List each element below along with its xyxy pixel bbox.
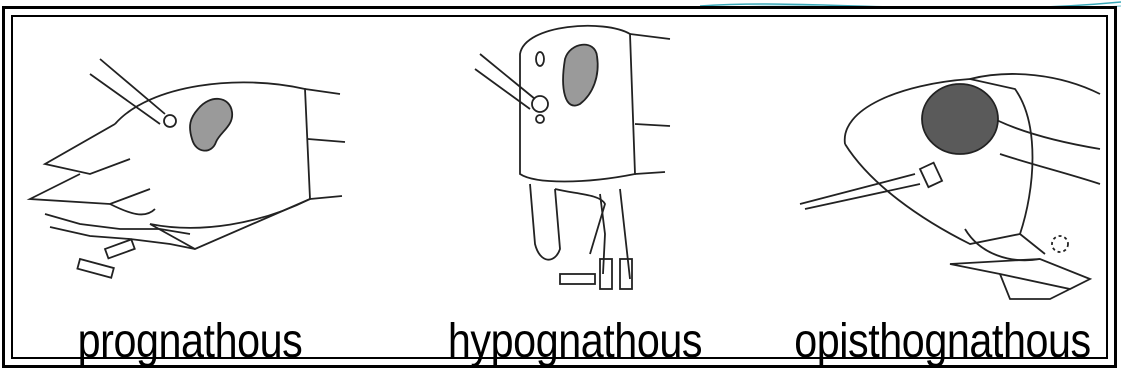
- label-opisthognathous: opisthognathous: [794, 314, 1091, 369]
- panel-opisthognathous: opisthognathous: [770, 14, 1115, 344]
- opisthognathous-head-drawing: [770, 14, 1115, 314]
- panel-hypognathous: hypognathous: [425, 14, 725, 344]
- label-hypognathous: hypognathous: [446, 314, 704, 369]
- label-prognathous: prognathous: [44, 314, 336, 369]
- prognathous-head-drawing: [20, 14, 360, 314]
- panel-prognathous: prognathous: [20, 14, 360, 344]
- hypognathous-head-drawing: [425, 14, 725, 314]
